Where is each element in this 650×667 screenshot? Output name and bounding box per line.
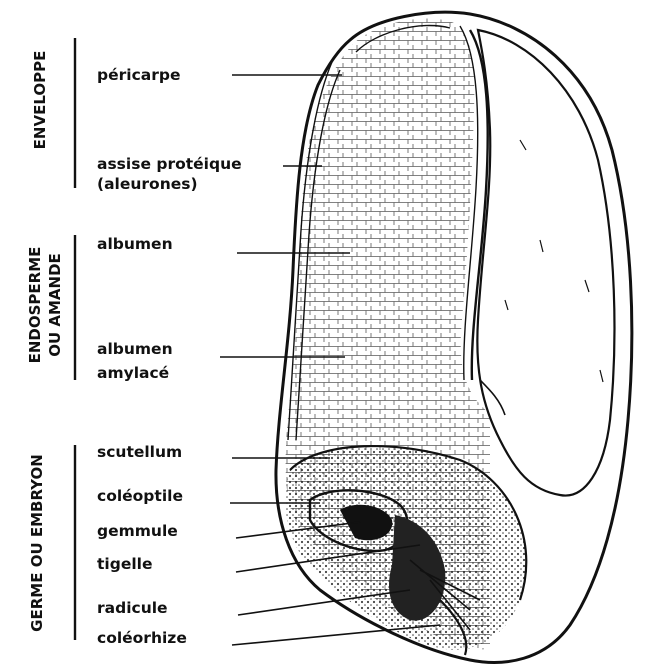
label-assise-text-1: assise protéique: [97, 155, 242, 173]
label-assise-proteique: assise protéique (aleurones): [97, 155, 322, 193]
group-endosperme-title-2: OU AMANDE: [46, 253, 64, 357]
label-gemmule-text: gemmule: [97, 522, 178, 540]
label-pericarpe: péricarpe: [97, 66, 342, 84]
label-assise-text-2: (aleurones): [97, 175, 198, 193]
group-endosperme-title-1: ENDOSPERME: [26, 247, 44, 364]
label-coleoptile-text: coléoptile: [97, 487, 183, 505]
label-scutellum-text: scutellum: [97, 443, 182, 461]
group-germe: GERME OU EMBRYON: [28, 445, 75, 640]
group-endosperme: ENDOSPERME OU AMANDE: [26, 235, 75, 380]
group-enveloppe-title: ENVELOPPE: [31, 51, 49, 150]
label-albumen-amylace-text-1: albumen: [97, 340, 173, 358]
label-pericarpe-text: péricarpe: [97, 66, 180, 84]
label-albumen-amylace-text-2: amylacé: [97, 364, 169, 382]
crease-cavity: [477, 30, 614, 496]
group-enveloppe: ENVELOPPE: [31, 38, 75, 188]
group-germe-title: GERME OU EMBRYON: [28, 454, 46, 632]
label-radicule-text: radicule: [97, 599, 168, 617]
label-albumen-text: albumen: [97, 235, 173, 253]
grain-illustration: [270, 10, 632, 667]
label-coleorhize-text: coléorhize: [97, 629, 187, 647]
label-coleorhize: coléorhize: [97, 625, 440, 647]
label-tigelle-text: tigelle: [97, 555, 152, 573]
